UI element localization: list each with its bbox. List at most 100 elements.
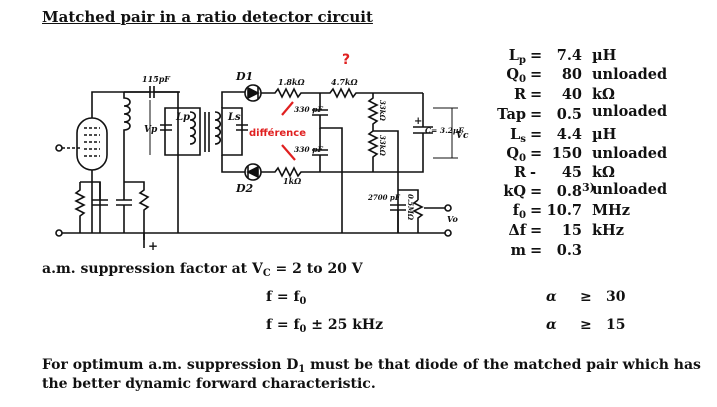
alpha-operator: ≥: [580, 289, 592, 305]
param-subscript: 0: [518, 209, 526, 221]
cathode-capacitor: [92, 182, 108, 233]
label-r-top: 1.8kΩ: [278, 77, 305, 87]
condition-row-1: f = f0: [266, 289, 306, 307]
param-equals: =: [530, 145, 543, 162]
param-value: 10.7: [546, 202, 582, 219]
footnote-line-2: the better dynamic forward characteristi…: [42, 376, 376, 392]
param-unit: MHz: [592, 202, 630, 219]
annotation-question: ?: [342, 52, 350, 68]
param-symbol: L: [508, 47, 519, 64]
param-unit: µH: [592, 126, 617, 143]
param-unit: µH: [592, 47, 617, 64]
param-equals: =: [530, 86, 543, 103]
suppression-heading: a.m. suppression factor at VC = 2 to 20 …: [42, 261, 363, 279]
diode-d1: [244, 84, 262, 102]
param-equals: =: [530, 106, 543, 123]
page-title: Matched pair in a ratio detector circuit: [42, 8, 373, 26]
param-symbol: m: [510, 242, 526, 259]
heading-subscript: C: [262, 268, 271, 279]
param-value: 0.8: [556, 183, 582, 200]
pentode-tube-symbol: [62, 91, 180, 233]
capacitor-330pf-top: [312, 93, 343, 233]
param-value: 4.4: [556, 126, 582, 143]
param-value: 45: [561, 164, 582, 181]
param-footnote-ref: 3): [582, 181, 595, 194]
param-value: 0.3: [556, 242, 582, 259]
param-value: 150: [551, 145, 582, 162]
condition-subscript: 0: [299, 296, 307, 307]
footnote-subscript: 1: [298, 364, 306, 375]
resistor-4-7k: [320, 87, 423, 99]
plate-coil: [123, 92, 131, 182]
param-equals: =: [530, 126, 543, 143]
footnote-line-1: For optimum a.m. suppression D1 must be …: [42, 357, 701, 375]
label-d1: D1: [235, 70, 253, 83]
label-plus: +: [148, 239, 158, 253]
label-d2: D2: [235, 182, 254, 195]
resistor-1k: [261, 166, 373, 178]
param-equals: =: [530, 242, 543, 259]
label-cap-out: 2700 pF: [367, 193, 401, 202]
param-unit: kΩ unloaded: [592, 164, 668, 198]
param-symbol: f: [512, 202, 519, 219]
param-subscript: 0: [518, 152, 526, 164]
param-value: 0.5: [556, 106, 582, 123]
param-value: 80: [561, 66, 582, 83]
difference-arrow-up: [281, 101, 294, 116]
param-symbol: Q: [506, 145, 519, 162]
footnote-text-continued: must be that diode of the matched pair w…: [305, 357, 701, 373]
label-ls: Ls: [227, 112, 241, 123]
output-terminal-bottom: [444, 229, 452, 237]
label-vp: Vp: [144, 125, 158, 135]
label-r-div-bottom: 33kΩ: [378, 135, 387, 157]
label-coupling-cap: 115pF: [142, 74, 171, 84]
resistor-1-8k: [261, 87, 320, 99]
capacitor-330pf-bottom: [312, 128, 328, 172]
footnote-text: For optimum a.m. suppression D: [42, 357, 299, 373]
param-symbol: Δf: [508, 222, 527, 239]
condition-text: f = f: [266, 317, 300, 333]
secondary-tank: [214, 91, 248, 173]
param-symbol: R: [513, 86, 526, 103]
heading-range: = 2 to 20 V: [270, 261, 363, 277]
label-c-plus: +: [414, 116, 422, 127]
param-equals: =: [530, 183, 543, 200]
label-pot: 0.5MΩ: [406, 194, 415, 221]
coupling-capacitor: [124, 86, 179, 233]
vc-arrow: [433, 107, 458, 159]
label-cap-bottom: 330 pF: [294, 145, 324, 154]
param-equals: -: [530, 164, 537, 181]
alpha-symbol: α: [546, 317, 557, 333]
alpha-value: 30: [606, 289, 626, 305]
divider-resistors: [367, 93, 399, 233]
param-unit: unloaded: [592, 66, 668, 83]
ground-terminal: [55, 229, 63, 237]
param-equals: =: [530, 202, 543, 219]
param-equals: =: [530, 66, 543, 83]
condition-row-2: f = f0 ± 25 kHz: [266, 317, 383, 335]
difference-arrow-down: [281, 144, 296, 161]
screen-capacitor: [116, 181, 150, 240]
condition-suffix: ± 25 kHz: [306, 317, 384, 333]
param-unit: unloaded: [592, 145, 668, 162]
param-symbol: Q: [506, 66, 519, 83]
param-symbol: Tap: [497, 106, 526, 123]
output-terminal-top: [444, 204, 452, 212]
primary-tank: [149, 100, 210, 156]
capacitor-c: [373, 93, 433, 173]
alpha-value: 15: [606, 317, 626, 333]
alpha-symbol: α: [546, 289, 557, 305]
label-cap-top: 330 pF: [294, 105, 324, 114]
condition-text: f = f: [266, 289, 300, 305]
label-vo: Vo: [447, 214, 458, 224]
label-r-series: 4.7kΩ: [331, 77, 358, 87]
cathode-resistor: [74, 181, 101, 233]
param-unit: kHz: [592, 222, 624, 239]
param-symbol: kQ: [503, 183, 526, 200]
label-vc: Vc: [456, 131, 469, 141]
param-unit: kΩ unloaded: [592, 86, 668, 120]
param-subscript: p: [518, 54, 526, 66]
diode-d2: [244, 163, 262, 181]
param-symbol: R: [513, 164, 526, 181]
